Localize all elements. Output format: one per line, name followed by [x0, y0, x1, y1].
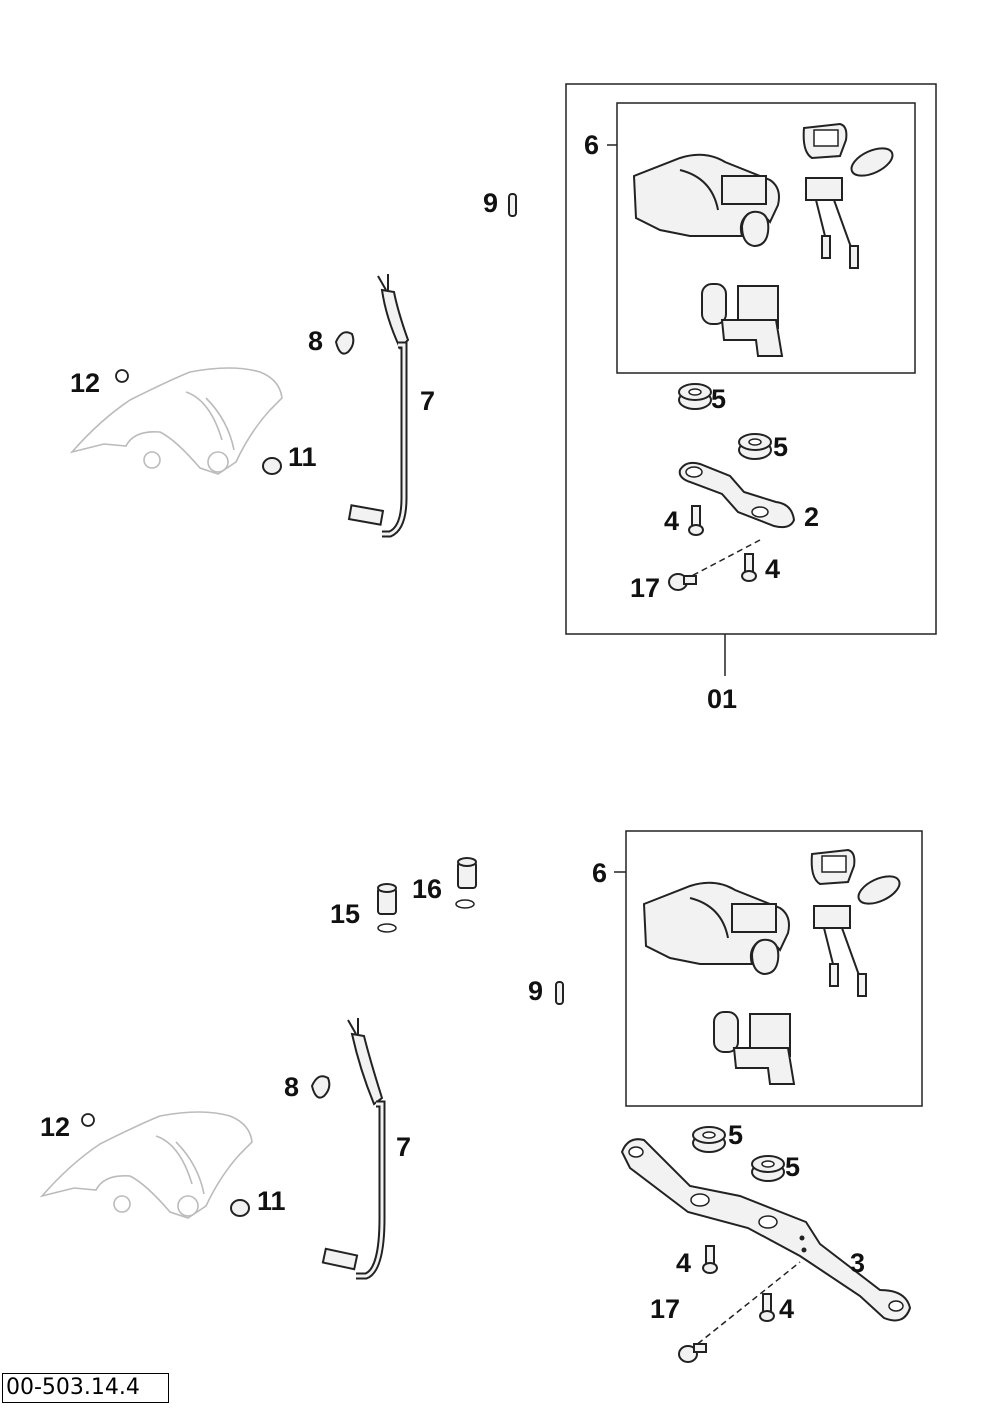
nut — [262, 457, 282, 475]
switch-housing — [642, 881, 790, 976]
screw — [741, 553, 757, 582]
callout-2: 2 — [804, 502, 819, 532]
cable-clip — [310, 1075, 331, 1099]
callout-7: 7 — [420, 386, 435, 416]
rubber-grommet — [692, 1126, 726, 1153]
callout-5a: 5 — [711, 384, 726, 414]
callout-12: 12 — [40, 1112, 70, 1142]
screw — [702, 1245, 718, 1274]
rubber-grommet — [738, 433, 772, 460]
assembly-axis — [683, 539, 761, 581]
gasket — [857, 875, 901, 905]
screw — [759, 1293, 775, 1322]
screw — [688, 505, 704, 536]
callout-7: 7 — [396, 1132, 411, 1162]
callout-9: 9 — [483, 188, 498, 218]
callout-12: 12 — [70, 368, 100, 398]
rubber-grommet — [751, 1155, 785, 1182]
long-mounting-bracket — [620, 1138, 912, 1322]
gasket — [850, 147, 894, 177]
callout-11: 11 — [288, 442, 317, 472]
callout-11: 11 — [257, 1186, 286, 1216]
drawing-code-label: 00-503.14.4 — [2, 1373, 169, 1403]
cable-clip — [334, 331, 355, 355]
sensor-connector — [805, 177, 859, 269]
bracket-mount — [713, 1011, 796, 1085]
flange-bolt — [668, 573, 697, 591]
callout-6: 6 — [584, 130, 599, 160]
pin-part — [555, 981, 564, 1005]
rubber-grommet — [678, 383, 712, 410]
callout-17: 17 — [650, 1294, 680, 1324]
sensor-connector — [813, 905, 867, 997]
pin-part — [508, 193, 517, 217]
callout-9: 9 — [528, 976, 543, 1006]
kit-frame — [625, 830, 923, 1107]
upper-assembly-group: 01 6 9 — [69, 83, 937, 714]
callout-17: 17 — [630, 573, 660, 603]
circlip-ring — [115, 369, 129, 383]
kit-frame — [616, 102, 916, 374]
plug-part — [377, 883, 397, 933]
fork-outline — [69, 367, 283, 475]
mounting-bracket — [678, 461, 796, 529]
fork-outline — [39, 1111, 253, 1219]
sensor-cable — [321, 1018, 386, 1280]
callout-4b: 4 — [779, 1294, 794, 1324]
callout-5b: 5 — [785, 1152, 800, 1182]
callout-5a: 5 — [728, 1120, 743, 1150]
plug-part — [455, 857, 477, 909]
assembly-label: 01 — [707, 684, 737, 714]
callout-4a: 4 — [676, 1248, 691, 1278]
callout-4b: 4 — [765, 554, 780, 584]
callout-8: 8 — [308, 326, 323, 356]
callout-4a: 4 — [664, 506, 679, 536]
nut — [230, 1199, 250, 1217]
display-unit — [802, 122, 848, 160]
sensor-cable — [347, 274, 410, 538]
bracket-mount — [701, 283, 784, 357]
lower-assembly-group: 6 15 — [39, 830, 923, 1363]
switch-housing — [632, 153, 780, 248]
callout-5b: 5 — [773, 432, 788, 462]
callout-6: 6 — [592, 858, 607, 888]
callout-16: 16 — [412, 874, 442, 904]
circlip-ring — [81, 1113, 95, 1127]
assembly-frame — [565, 83, 937, 635]
flange-bolt — [678, 1343, 707, 1363]
callout-3: 3 — [850, 1248, 865, 1278]
assembly-axis — [689, 1261, 801, 1351]
callout-8: 8 — [284, 1072, 299, 1102]
display-unit — [810, 848, 856, 886]
callout-15: 15 — [330, 899, 360, 929]
